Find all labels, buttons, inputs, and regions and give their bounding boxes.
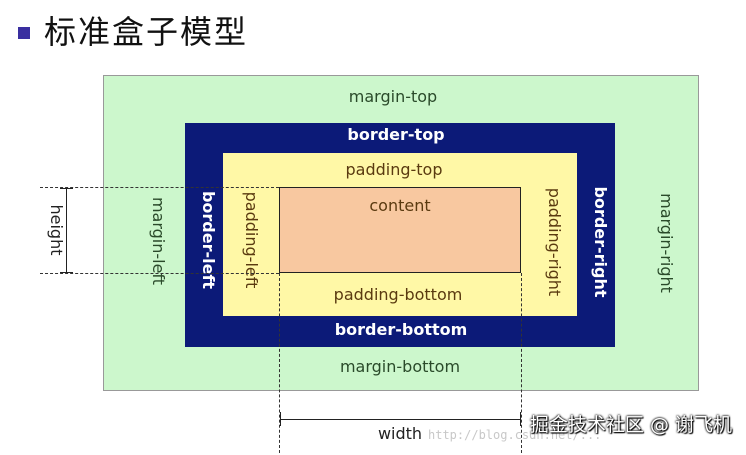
width-label: width bbox=[377, 424, 423, 443]
height-label: height bbox=[47, 204, 66, 256]
border-top-label: border-top bbox=[347, 125, 445, 144]
border-right-label: border-right bbox=[591, 186, 610, 298]
margin-top-label: margin-top bbox=[348, 87, 438, 106]
width-right-tick bbox=[520, 412, 521, 426]
height-top-guide bbox=[40, 187, 279, 188]
width-left-tick bbox=[280, 412, 281, 426]
padding-top-label: padding-top bbox=[345, 160, 443, 179]
height-bottom-tick bbox=[60, 272, 73, 273]
margin-bottom-label: margin-bottom bbox=[339, 357, 461, 376]
url-watermark: http://blog.csdn.net/... bbox=[428, 428, 602, 442]
margin-right-label: margin-right bbox=[657, 193, 676, 293]
content-area bbox=[279, 187, 521, 273]
padding-right-label: padding-right bbox=[545, 187, 564, 297]
width-right-guide bbox=[521, 273, 522, 453]
height-top-tick bbox=[60, 188, 73, 189]
width-dimension-line bbox=[280, 419, 520, 420]
border-left-label: border-left bbox=[199, 190, 218, 290]
border-bottom-label: border-bottom bbox=[334, 320, 468, 339]
page-title: 标准盒子模型 bbox=[44, 13, 249, 51]
square-bullet-icon bbox=[18, 27, 30, 39]
content-label: content bbox=[369, 196, 431, 215]
height-bottom-guide bbox=[40, 273, 279, 274]
width-left-guide bbox=[279, 273, 280, 453]
title-area: 标准盒子模型 bbox=[18, 8, 248, 52]
padding-bottom-label: padding-bottom bbox=[333, 285, 463, 304]
margin-left-label: margin-left bbox=[149, 196, 168, 286]
watermark: 掘金技术社区 @ 谢飞机 bbox=[529, 414, 732, 436]
height-dimension-line bbox=[66, 188, 67, 272]
